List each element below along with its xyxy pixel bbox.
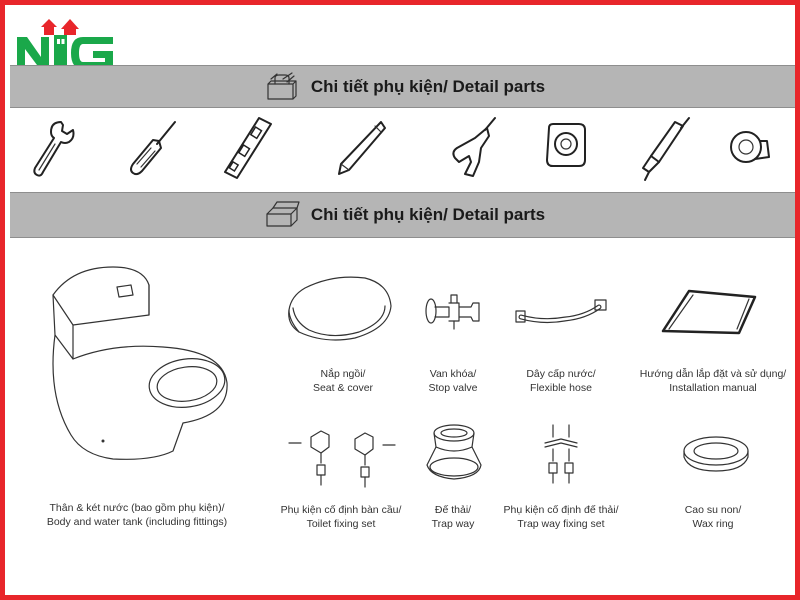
- pencil-icon: [335, 120, 389, 176]
- caulking-gun-icon: [637, 116, 693, 182]
- tape-measure-icon: [543, 122, 589, 170]
- parts-section-title: Chi tiết phụ kiện/ Detail parts: [311, 205, 545, 225]
- box-icon: [265, 200, 299, 230]
- part-label: Hướng dẫn lắp đặt và sử dụng/Installatio…: [640, 367, 786, 395]
- tools-section-title: Chi tiết phụ kiện/ Detail parts: [311, 77, 545, 97]
- tools-section-header: Chi tiết phụ kiện/ Detail parts: [10, 65, 800, 108]
- screwdriver-icon: [123, 118, 179, 180]
- manual-icon: [659, 287, 759, 337]
- part-label: Cao su non/Wax ring: [685, 503, 742, 531]
- part-label: Thân & két nước (bao gồm phụ kiện)/Body …: [47, 501, 227, 529]
- tape-roll-icon: [727, 127, 773, 169]
- part-label: Dây cấp nước/Flexible hose: [526, 367, 595, 395]
- part-label: Đế thải/Trap way: [432, 503, 475, 531]
- part-label: Van khóa/Stop valve: [428, 367, 477, 395]
- toilet-body-icon: [33, 255, 243, 465]
- part-label: Nắp ngồi/Seat & cover: [313, 367, 373, 395]
- adjustable-wrench-icon: [27, 118, 77, 180]
- part-label: Phụ kiện cố định bàn cầu/Toilet fixing s…: [281, 503, 402, 531]
- spirit-level-icon: [219, 116, 277, 180]
- trap-way-fixing-set-icon: [539, 421, 583, 485]
- toolbox-icon: [265, 72, 299, 102]
- flexible-hose-icon: [515, 297, 609, 331]
- wax-ring-icon: [681, 433, 751, 475]
- toilet-fixing-set-icon: [287, 425, 397, 489]
- parts-section-header: Chi tiết phụ kiện/ Detail parts: [10, 192, 800, 238]
- part-label: Phụ kiện cố định đế thải/Trap way fixing…: [504, 503, 619, 531]
- electric-drill-icon: [445, 116, 501, 178]
- stop-valve-icon: [423, 291, 483, 335]
- trap-way-icon: [421, 421, 487, 487]
- seat-cover-icon: [285, 270, 395, 350]
